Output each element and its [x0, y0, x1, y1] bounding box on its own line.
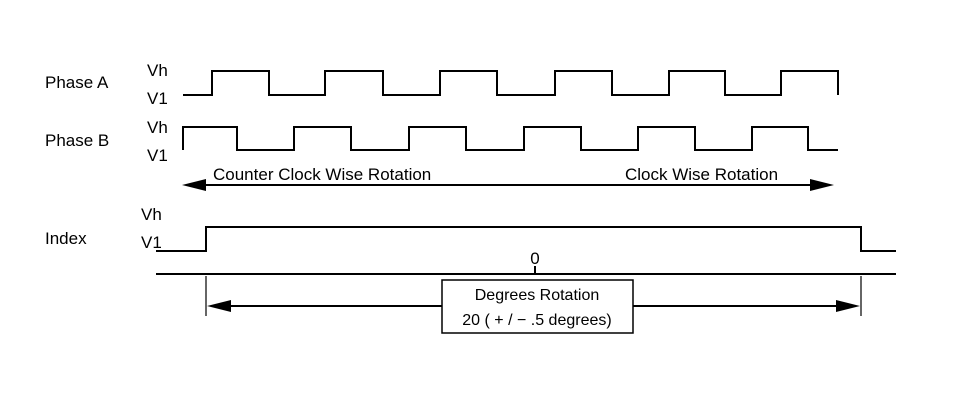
- cw-arrowhead-icon: [810, 179, 834, 191]
- phase-b-waveform: [182, 126, 838, 151]
- index-waveform: [156, 226, 896, 252]
- degrees-rotation-value: 20 ( + / − .5 degrees): [462, 312, 611, 329]
- degrees-rotation-title: Degrees Rotation: [475, 287, 600, 304]
- cw-rotation-label: Clock Wise Rotation: [625, 165, 778, 184]
- phase-b-v1-label: V1: [147, 146, 168, 165]
- index-v1-label: V1: [141, 233, 162, 252]
- phase-a-waveform: [183, 70, 839, 96]
- phase-a-v1-label: V1: [147, 89, 168, 108]
- index-vh-label: Vh: [141, 205, 162, 224]
- dimension-left-arrowhead-icon: [207, 300, 231, 312]
- zero-label: 0: [530, 249, 539, 268]
- phase-b-label: Phase B: [45, 131, 109, 150]
- phase-b-vh-label: Vh: [147, 118, 168, 137]
- ccw-rotation-label: Counter Clock Wise Rotation: [213, 165, 431, 184]
- phase-a-label: Phase A: [45, 73, 109, 92]
- degrees-rotation-box: [441, 279, 634, 334]
- ccw-arrowhead-icon: [182, 179, 206, 191]
- dimension-right-arrowhead-icon: [836, 300, 860, 312]
- phase-a-vh-label: Vh: [147, 61, 168, 80]
- index-label: Index: [45, 229, 87, 248]
